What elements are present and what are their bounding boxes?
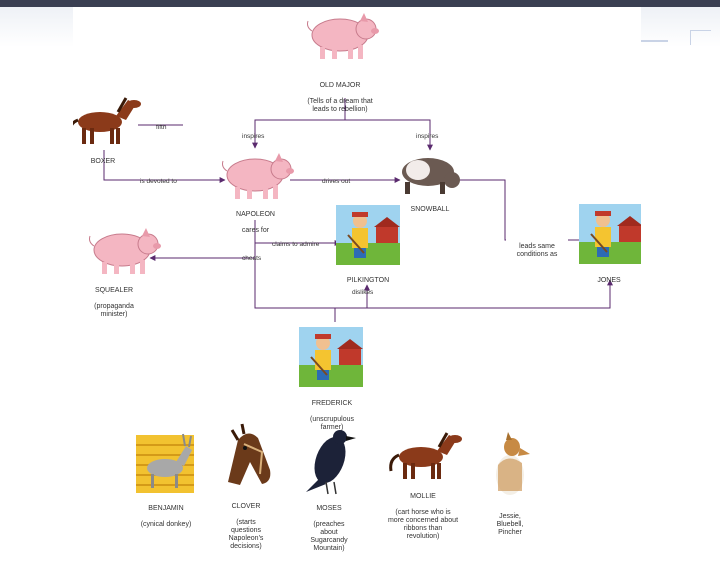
clover-label: CLOVER (starts questions Napoleon's deci… — [218, 495, 274, 559]
pilkington-farmer-icon — [335, 204, 401, 266]
mollie-name: MOLLIE — [410, 493, 436, 500]
napoleon-pig-icon — [222, 152, 295, 200]
mollie-desc: (cart horse who is more concerned about … — [387, 509, 459, 540]
decor-corner — [690, 30, 711, 45]
pilkington-name: PILKINGTON — [346, 277, 390, 284]
jones-label: JONES — [584, 269, 634, 293]
benjamin-desc: (cynical donkey) — [140, 521, 192, 528]
frederick-farmer-icon — [298, 326, 364, 388]
mollie-label: MOLLIE (cart horse who is more concerned… — [381, 485, 465, 549]
pilkington-label: PILKINGTON — [336, 269, 400, 293]
character-map: inspires inspires fifth is devoted to dr… — [73, 12, 641, 495]
jessie-name: Jessie, Bluebell, Pincher — [496, 513, 524, 536]
edge-label-claims-to-admire: claims to admire — [272, 241, 320, 248]
edge-label-is-devoted-to: is devoted to — [140, 178, 177, 185]
moses-label: MOSES (preaches about Sugarcandy Mountai… — [298, 497, 360, 561]
snowball-pig-icon — [402, 158, 460, 194]
old-major-desc: (Tells of a dream that leads to rebellio… — [307, 98, 373, 113]
connector-lines — [103, 98, 613, 322]
benjamin-donkey-icon — [136, 433, 194, 493]
jessie-label: Jessie, Bluebell, Pincher — [485, 505, 535, 545]
edge-label-fifth: fifth — [156, 124, 167, 131]
edge-label-cheats: cheats — [242, 255, 262, 262]
edge-label-inspires-left: inspires — [242, 133, 265, 140]
boxer-name: BOXER — [90, 158, 116, 165]
title-bar — [0, 0, 720, 7]
decor-line — [640, 40, 668, 42]
boxer-horse-icon — [73, 96, 143, 146]
mollie-horse-icon — [389, 431, 464, 481]
moses-desc: (preaches about Sugarcandy Mountain) — [310, 521, 348, 552]
leads-same-label: leads same conditions as — [506, 235, 568, 267]
frederick-name: FREDERICK — [311, 400, 353, 407]
squealer-label: SQUEALER (propaganda minister) — [83, 279, 145, 327]
squealer-pig-icon — [89, 227, 162, 275]
moses-raven-icon — [306, 430, 356, 495]
jones-farmer-icon — [578, 203, 641, 265]
squealer-desc: (propaganda minister) — [94, 303, 134, 318]
frederick-desc: (unscrupulous farmer) — [310, 416, 354, 431]
moses-name: MOSES — [316, 505, 342, 512]
clover-horse-icon — [228, 423, 271, 485]
boxer-label: BOXER — [78, 150, 128, 174]
jones-name: JONES — [597, 277, 621, 284]
benjamin-name: BENJAMIN — [148, 505, 184, 512]
edge-label-inspires-right: inspires — [416, 133, 439, 140]
squealer-name: SQUEALER — [94, 287, 134, 294]
jessie-dog-icon — [496, 432, 530, 495]
old-major-label: OLD MAJOR (Tells of a dream that leads t… — [295, 74, 385, 122]
napoleon-label: NAPOLEON cares for — [223, 203, 288, 243]
napoleon-name: NAPOLEON — [236, 211, 275, 218]
clover-desc: (starts questions Napoleon's decisions) — [228, 519, 264, 550]
clover-name: CLOVER — [231, 503, 261, 510]
snowball-name: SNOWBALL — [410, 206, 450, 213]
old-major-name: OLD MAJOR — [319, 82, 361, 89]
edge-label-dislikes: dislikes — [352, 289, 374, 296]
snowball-label: SNOWBALL — [400, 198, 460, 222]
napoleon-desc: cares for — [241, 227, 270, 234]
frederick-label: FREDERICK (unscrupulous farmer) — [295, 392, 369, 440]
benjamin-label: BENJAMIN (cynical donkey) — [128, 497, 204, 537]
edge-label-leads-same: leads same conditions as — [516, 243, 558, 258]
old-major-pig-icon — [307, 12, 380, 60]
edge-label-drives-out: drives out — [322, 178, 350, 185]
slide-canvas: inspires inspires fifth is devoted to dr… — [73, 7, 641, 552]
